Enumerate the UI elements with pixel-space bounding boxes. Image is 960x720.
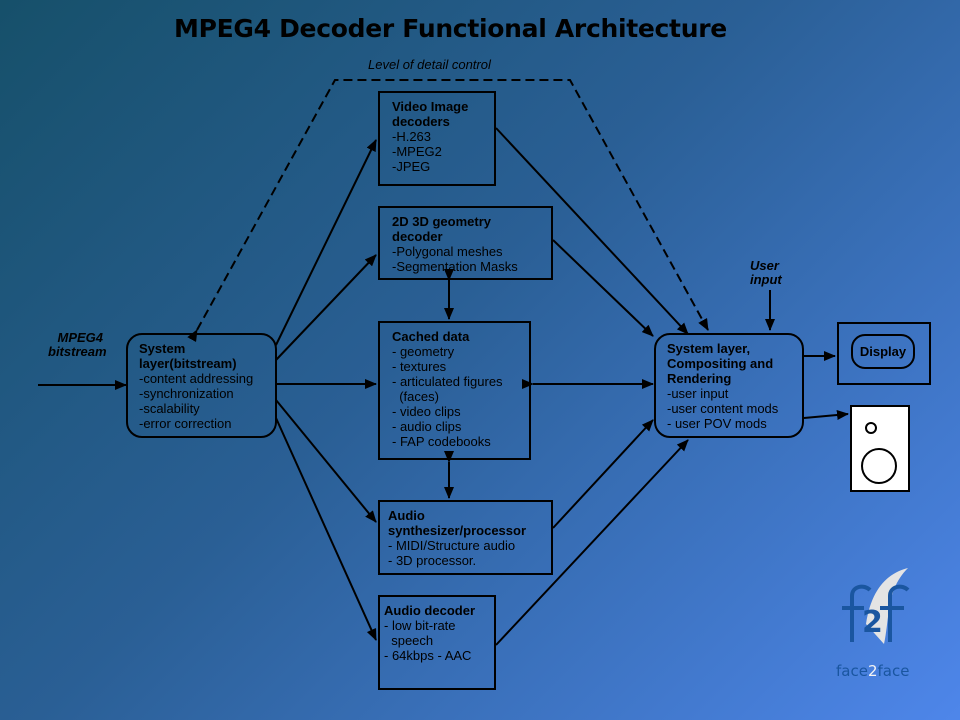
- speaker-icon: [850, 405, 910, 492]
- geometry-decoder-title1: 2D 3D geometry: [392, 214, 491, 229]
- video-decoders-box: Video Image decoders -H.263 -MPEG2 -JPEG: [378, 91, 496, 186]
- arrow-to-synth: [275, 399, 377, 523]
- arrow-to-speaker: [803, 410, 849, 420]
- video-decoders-item: -MPEG2: [392, 144, 442, 159]
- system-layer-title2: layer(bitstream): [139, 356, 237, 371]
- cached-data-title: Cached data: [392, 329, 470, 344]
- system-layer-item: -synchronization: [139, 386, 234, 401]
- audio-synth-title1: Audio: [388, 508, 425, 523]
- compositing-item: -user content mods: [667, 401, 779, 416]
- face2face-logo-icon: 2: [842, 568, 910, 644]
- logo-wordmark: face2face: [836, 662, 909, 680]
- user-input-line2: input: [750, 272, 782, 287]
- cached-data-item: - video clips: [392, 404, 461, 419]
- compositing-title2: Compositing and: [667, 356, 774, 371]
- arrow-to-geometry: [275, 254, 377, 361]
- cached-data-item: - audio clips: [392, 419, 462, 434]
- display-screen: Display: [851, 334, 915, 369]
- audio-decoder-item: - 64kbps - AAC: [384, 648, 472, 663]
- geometry-decoder-item: -Polygonal meshes: [392, 244, 503, 259]
- geometry-decoder-item: -Segmentation Masks: [392, 259, 518, 274]
- system-layer-box: System layer(bitstream) -content address…: [126, 333, 277, 438]
- cached-data-box: Cached data - geometry - textures - arti…: [378, 321, 531, 460]
- arrow-to-audio-decoder: [275, 417, 377, 641]
- compositing-item: - user POV mods: [667, 416, 767, 431]
- system-layer-title1: System: [139, 341, 186, 356]
- cached-data-item: - articulated figures: [392, 374, 503, 389]
- geometry-decoder-title2: decoder: [392, 229, 443, 244]
- arrow-to-video: [275, 139, 377, 346]
- video-decoders-title1: Video Image: [392, 99, 469, 114]
- compositing-item: -user input: [667, 386, 729, 401]
- video-decoders-title2: decoders: [392, 114, 450, 129]
- compositing-box: System layer, Compositing and Rendering …: [654, 333, 804, 438]
- cached-data-item: - geometry: [392, 344, 455, 359]
- audio-decoder-title: Audio decoder: [384, 603, 476, 618]
- cached-data-item: - textures: [392, 359, 447, 374]
- user-input-line1: User: [750, 258, 779, 273]
- logo-text-b: 2: [867, 662, 878, 680]
- logo-text-a: face: [836, 662, 868, 680]
- logo-text-c: face: [877, 662, 910, 680]
- user-input-label: User input: [750, 259, 782, 287]
- arrow-audio-compositing: [495, 439, 689, 646]
- system-layer-item: -content addressing: [139, 371, 254, 386]
- lod-dashed-line: [187, 79, 709, 343]
- video-decoders-item: -H.263: [392, 129, 432, 144]
- compositing-title3: Rendering: [667, 371, 732, 386]
- audio-decoder-item: speech: [384, 633, 434, 648]
- display-monitor: Display: [837, 322, 931, 385]
- audio-decoder-box: Audio decoder - low bit-rate speech - 64…: [378, 595, 496, 690]
- arrow-synth-compositing: [552, 419, 654, 529]
- audio-decoder-item: - low bit-rate: [384, 618, 456, 633]
- compositing-title1: System layer,: [667, 341, 751, 356]
- geometry-decoder-box: 2D 3D geometry decoder -Polygonal meshes…: [378, 206, 553, 280]
- audio-synth-item: - 3D processor.: [388, 553, 477, 568]
- video-decoders-item: -JPEG: [392, 159, 431, 174]
- audio-synth-title2: synthesizer/processor: [388, 523, 527, 538]
- arrow-geometry-compositing: [552, 239, 654, 337]
- system-layer-item: -error correction: [139, 416, 232, 431]
- cached-data-item: (faces): [392, 389, 439, 404]
- system-layer-item: -scalability: [139, 401, 200, 416]
- lod-control-label: Level of detail control: [368, 57, 491, 72]
- input-label: MPEG4 bitstream: [48, 331, 107, 359]
- input-label-line2: bitstream: [48, 344, 107, 359]
- audio-synth-box: Audio synthesizer/processor - MIDI/Struc…: [378, 500, 553, 575]
- arrow-video-compositing: [495, 127, 689, 335]
- svg-text:2: 2: [862, 605, 883, 640]
- audio-synth-item: - MIDI/Structure audio: [388, 538, 516, 553]
- page-title: MPEG4 Decoder Functional Architecture: [174, 14, 727, 43]
- input-label-line1: MPEG4: [57, 330, 104, 345]
- cached-data-item: - FAP codebooks: [392, 434, 491, 449]
